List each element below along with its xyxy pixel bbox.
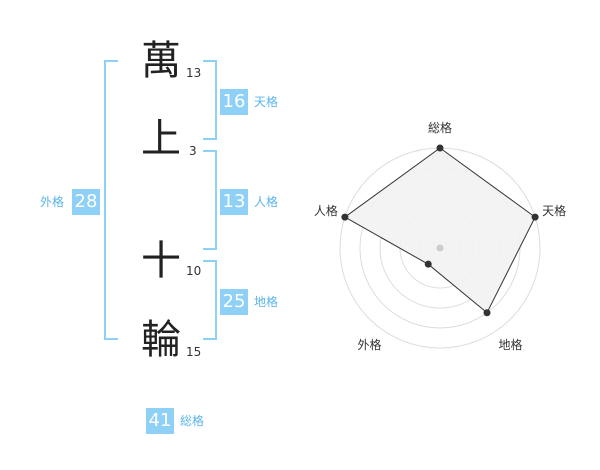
jinkaku-label: 人格 [254,195,279,209]
radar-polygon [343,147,536,314]
radar-axis-label-1: 総格 [428,120,452,135]
radar-center-dot [436,244,444,252]
radar-point-2 [531,213,539,221]
radar-axis-label-3: 地格 [499,337,523,352]
chikaku-label: 地格 [254,295,279,309]
jinkaku-bracket [203,150,217,250]
radar-point-3 [483,309,491,317]
soukaku-label: 総格 [180,414,205,428]
tenkaku-value: 16 [220,89,248,115]
name-char-1: 萬 [141,38,181,84]
gaikaku-label: 外格 [40,195,65,209]
chikaku-bracket [203,260,217,340]
chikaku-value: 25 [220,289,248,315]
soukaku-value: 41 [146,408,174,434]
gaikaku-value: 28 [72,189,100,215]
radar-point-1 [436,144,444,152]
radar-axis-label-4: 外格 [357,337,381,352]
stroke-count-4: 15 [186,345,202,359]
name-char-3: 十 [141,238,181,284]
stroke-count-1: 13 [186,66,202,80]
jinkaku-value: 13 [220,189,248,215]
stroke-count-2: 3 [189,144,197,158]
tenkaku-label: 天格 [254,95,279,109]
tenkaku-bracket [203,60,217,140]
name-char-4: 輪 [141,317,181,363]
radar-axis-label-2: 天格 [542,203,566,218]
gaikaku-bracket [104,60,118,340]
radar-point-5 [341,213,349,221]
name-char-2: 上 [141,116,181,162]
radar-axis-label-5: 人格 [314,203,338,218]
radar-point-4 [424,260,432,268]
stroke-count-3: 10 [186,264,202,278]
